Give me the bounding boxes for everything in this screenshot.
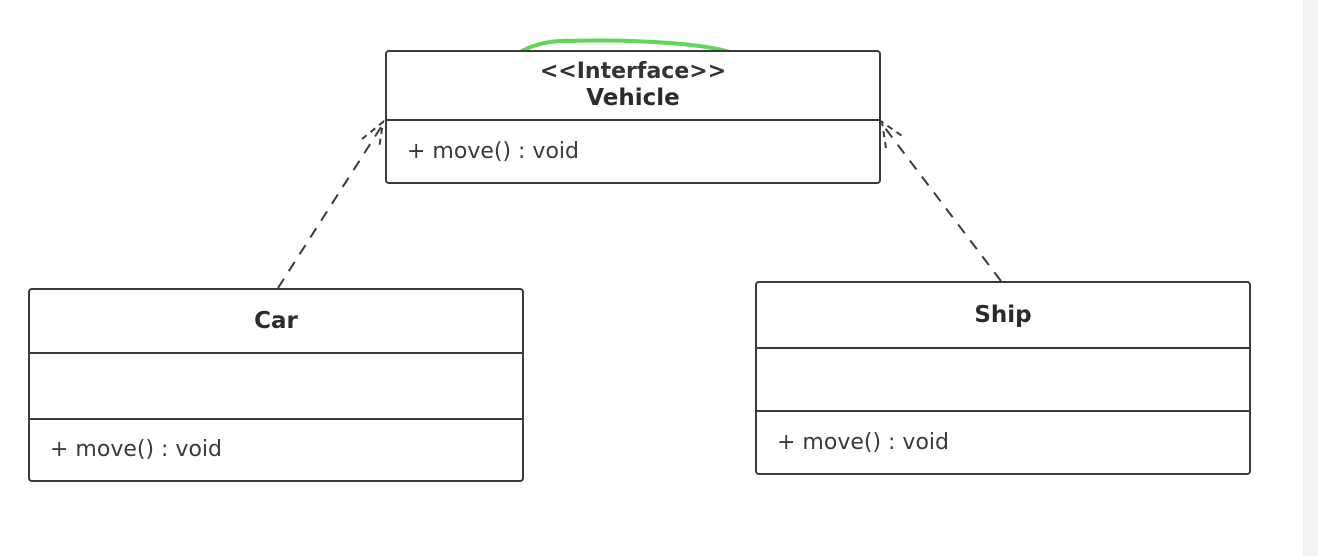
scrollbar-track[interactable] [1303,0,1318,556]
car-operation-move: + move() : void [50,437,222,462]
car-attributes [30,352,522,418]
ship-attributes [757,347,1249,410]
ship-operations: + move() : void [757,410,1249,473]
car-header: Car [30,290,522,352]
ship-name: Ship [974,301,1032,328]
ship-realization-line [881,123,1002,282]
vehicle-operation-move: + move() : void [407,138,579,164]
car-name: Car [254,307,298,334]
vehicle-interface-box[interactable]: <<Interface>> Vehicle + move() : void [385,50,881,184]
vehicle-stereotype: <<Interface>> [539,59,727,84]
ship-header: Ship [757,283,1249,347]
car-class-box[interactable]: Car + move() : void [28,288,524,482]
vehicle-header: <<Interface>> Vehicle [387,52,879,119]
vehicle-operations: + move() : void [387,119,879,182]
car-operations: + move() : void [30,418,522,480]
ship-class-box[interactable]: Ship + move() : void [755,281,1251,475]
ship-realization-arrowhead [880,119,906,149]
vehicle-name: Vehicle [586,85,680,111]
car-realization-line [277,123,384,289]
ship-operation-move: + move() : void [777,429,949,455]
car-realization-arrowhead [361,119,385,150]
